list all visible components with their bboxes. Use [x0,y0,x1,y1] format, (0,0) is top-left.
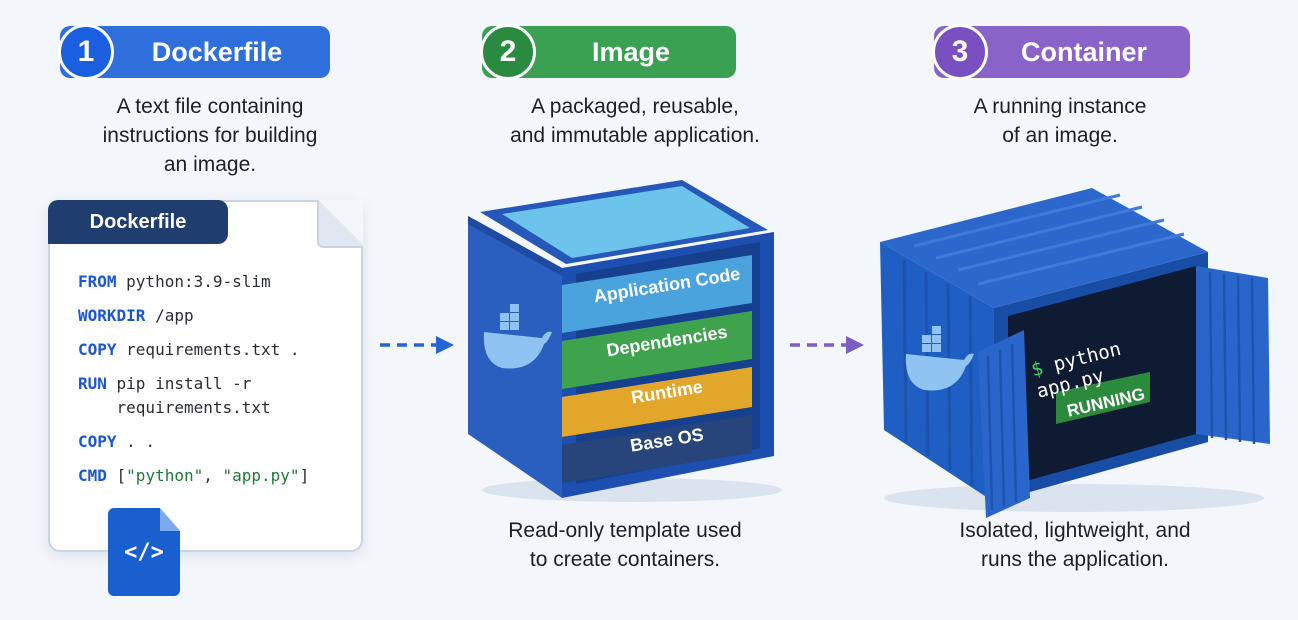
code-args: pip install -r requirements.txt [116,374,271,417]
code-args: [ [106,466,127,485]
code-keyword: COPY [78,340,117,359]
code-keyword: COPY [78,432,117,451]
step-2-title: Image [591,36,671,67]
step-1-description: A text file containing instructions for … [102,95,318,176]
step-3-header: 3 Container [932,24,1190,80]
code-args: requirements.txt . [116,340,300,359]
dockerfile-code: FROM python:3.9-slim WORKDIR /app COPY r… [78,270,309,498]
code-args: python:3.9-slim [116,272,271,291]
step-1-number: 1 [58,24,114,80]
step-1-header: 1 Dockerfile [58,24,330,80]
code-line: CMD ["python", "app.py"] [78,464,309,498]
step-2-header: 2 Image [480,24,736,80]
dockerfile-document: Dockerfile FROM python:3.9-slim WORKDIR … [48,200,363,552]
code-keyword: WORKDIR [78,306,146,325]
code-string: "app.py" [222,466,300,485]
code-line: COPY . . [78,430,309,464]
code-line: COPY requirements.txt . [78,338,309,372]
step-1-title: Dockerfile [151,36,283,67]
step-3-title: Container [1020,36,1147,67]
arrow-1-icon [380,336,454,354]
code-args: . . [116,432,156,451]
code-line: RUN pip install -r requirements.txt [78,372,309,430]
step-3-number: 3 [932,24,988,80]
code-line: WORKDIR /app [78,304,309,338]
dockerfile-tab: Dockerfile [48,200,228,244]
page-fold-icon [317,200,363,248]
code-args: ] [299,466,310,485]
container-whale-icon [905,326,974,391]
image-caption: Read-only template used to create contai… [508,519,742,571]
step-2-description: A packaged, reusable, and immutable appl… [510,95,760,147]
code-line: FROM python:3.9-slim [78,270,309,304]
step-2-number: 2 [480,24,536,80]
container-caption: Isolated, lightweight, and runs the appl… [959,519,1191,571]
image-layers [562,255,752,483]
code-args: , [203,466,223,485]
code-string: "python" [126,466,204,485]
code-args: /app [145,306,194,325]
code-file-glyph: </> [124,540,164,565]
code-keyword: CMD [78,466,107,485]
docker-whale-icon [483,304,552,369]
step-3-description: A running instance of an image. [973,95,1147,147]
code-keyword: RUN [78,374,107,393]
arrow-2-icon [790,336,864,354]
code-keyword: FROM [78,272,117,291]
container-illustration [880,188,1270,518]
